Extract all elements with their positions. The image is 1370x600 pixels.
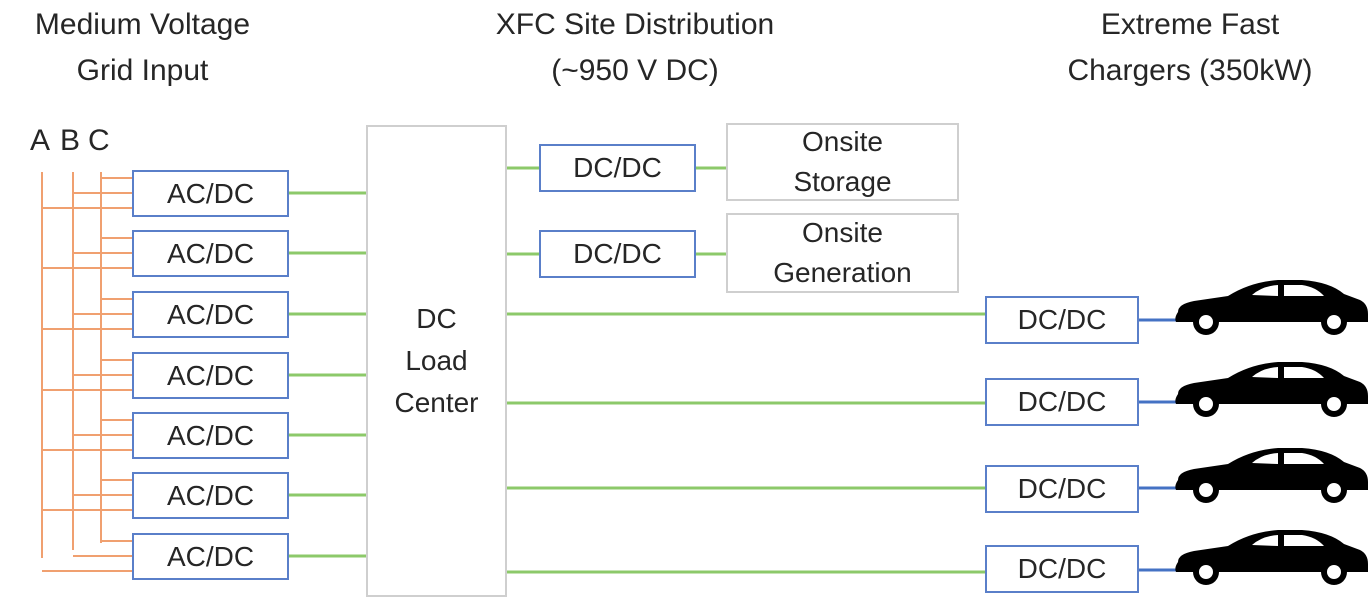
dc-load-center-line2: Load: [405, 345, 468, 376]
ac-dc-converter-7: AC/DC: [132, 533, 289, 580]
grid-input-header: Medium Voltage Grid Input: [0, 2, 285, 94]
site-distribution-header: XFC Site Distribution (~950 V DC): [440, 2, 830, 94]
car-icon: [1175, 448, 1368, 503]
charger-dc-dc-converter-2: DC/DC: [985, 378, 1139, 426]
dc-load-center-line3: Center: [394, 387, 479, 418]
car-icon: [1175, 362, 1368, 417]
dc-bus-wires: [289, 166, 985, 574]
generation-dc-dc-converter: DC/DC: [539, 230, 696, 278]
phase-label-a: A: [30, 124, 51, 157]
onsite-generation-box: Onsite Generation: [726, 213, 959, 293]
chargers-header-line1: Extreme Fast: [1100, 8, 1280, 41]
onsite-storage-line2: Storage: [793, 166, 892, 197]
charger-dc-dc-converter-3: DC/DC: [985, 465, 1139, 513]
ac-dc-converter-3: AC/DC: [132, 291, 289, 338]
ac-dc-converter-2: AC/DC: [132, 230, 289, 277]
chargers-header: Extreme Fast Chargers (350kW): [1030, 2, 1350, 94]
ac-dc-converter-1: AC/DC: [132, 170, 289, 217]
phase-label-b: B: [60, 124, 81, 157]
phase-label-c: C: [88, 124, 110, 157]
onsite-storage-line1: Onsite: [802, 126, 883, 157]
ac-dc-converter-6: AC/DC: [132, 472, 289, 519]
charger-dc-dc-converter-1: DC/DC: [985, 296, 1139, 344]
grid-input-header-line2: Grid Input: [76, 54, 209, 87]
dc-load-center: DC Load Center: [366, 125, 507, 597]
car-icon: [1175, 280, 1368, 335]
chargers-header-line2: Chargers (350kW): [1067, 54, 1313, 87]
ac-dc-converter-5: AC/DC: [132, 412, 289, 459]
car-icon: [1175, 530, 1368, 585]
charger-output-wires: [1139, 318, 1180, 572]
charger-dc-dc-converter-4: DC/DC: [985, 545, 1139, 593]
storage-dc-dc-converter: DC/DC: [539, 144, 696, 192]
site-distribution-header-line2: (~950 V DC): [551, 54, 719, 87]
onsite-generation-line2: Generation: [773, 257, 912, 288]
grid-input-header-line1: Medium Voltage: [34, 8, 251, 41]
site-distribution-header-line1: XFC Site Distribution: [495, 8, 775, 41]
onsite-storage-box: Onsite Storage: [726, 123, 959, 201]
dc-load-center-line1: DC: [416, 303, 457, 334]
ac-phase-wires: [41, 172, 132, 572]
onsite-generation-line1: Onsite: [802, 217, 883, 248]
ac-dc-converter-4: AC/DC: [132, 352, 289, 399]
